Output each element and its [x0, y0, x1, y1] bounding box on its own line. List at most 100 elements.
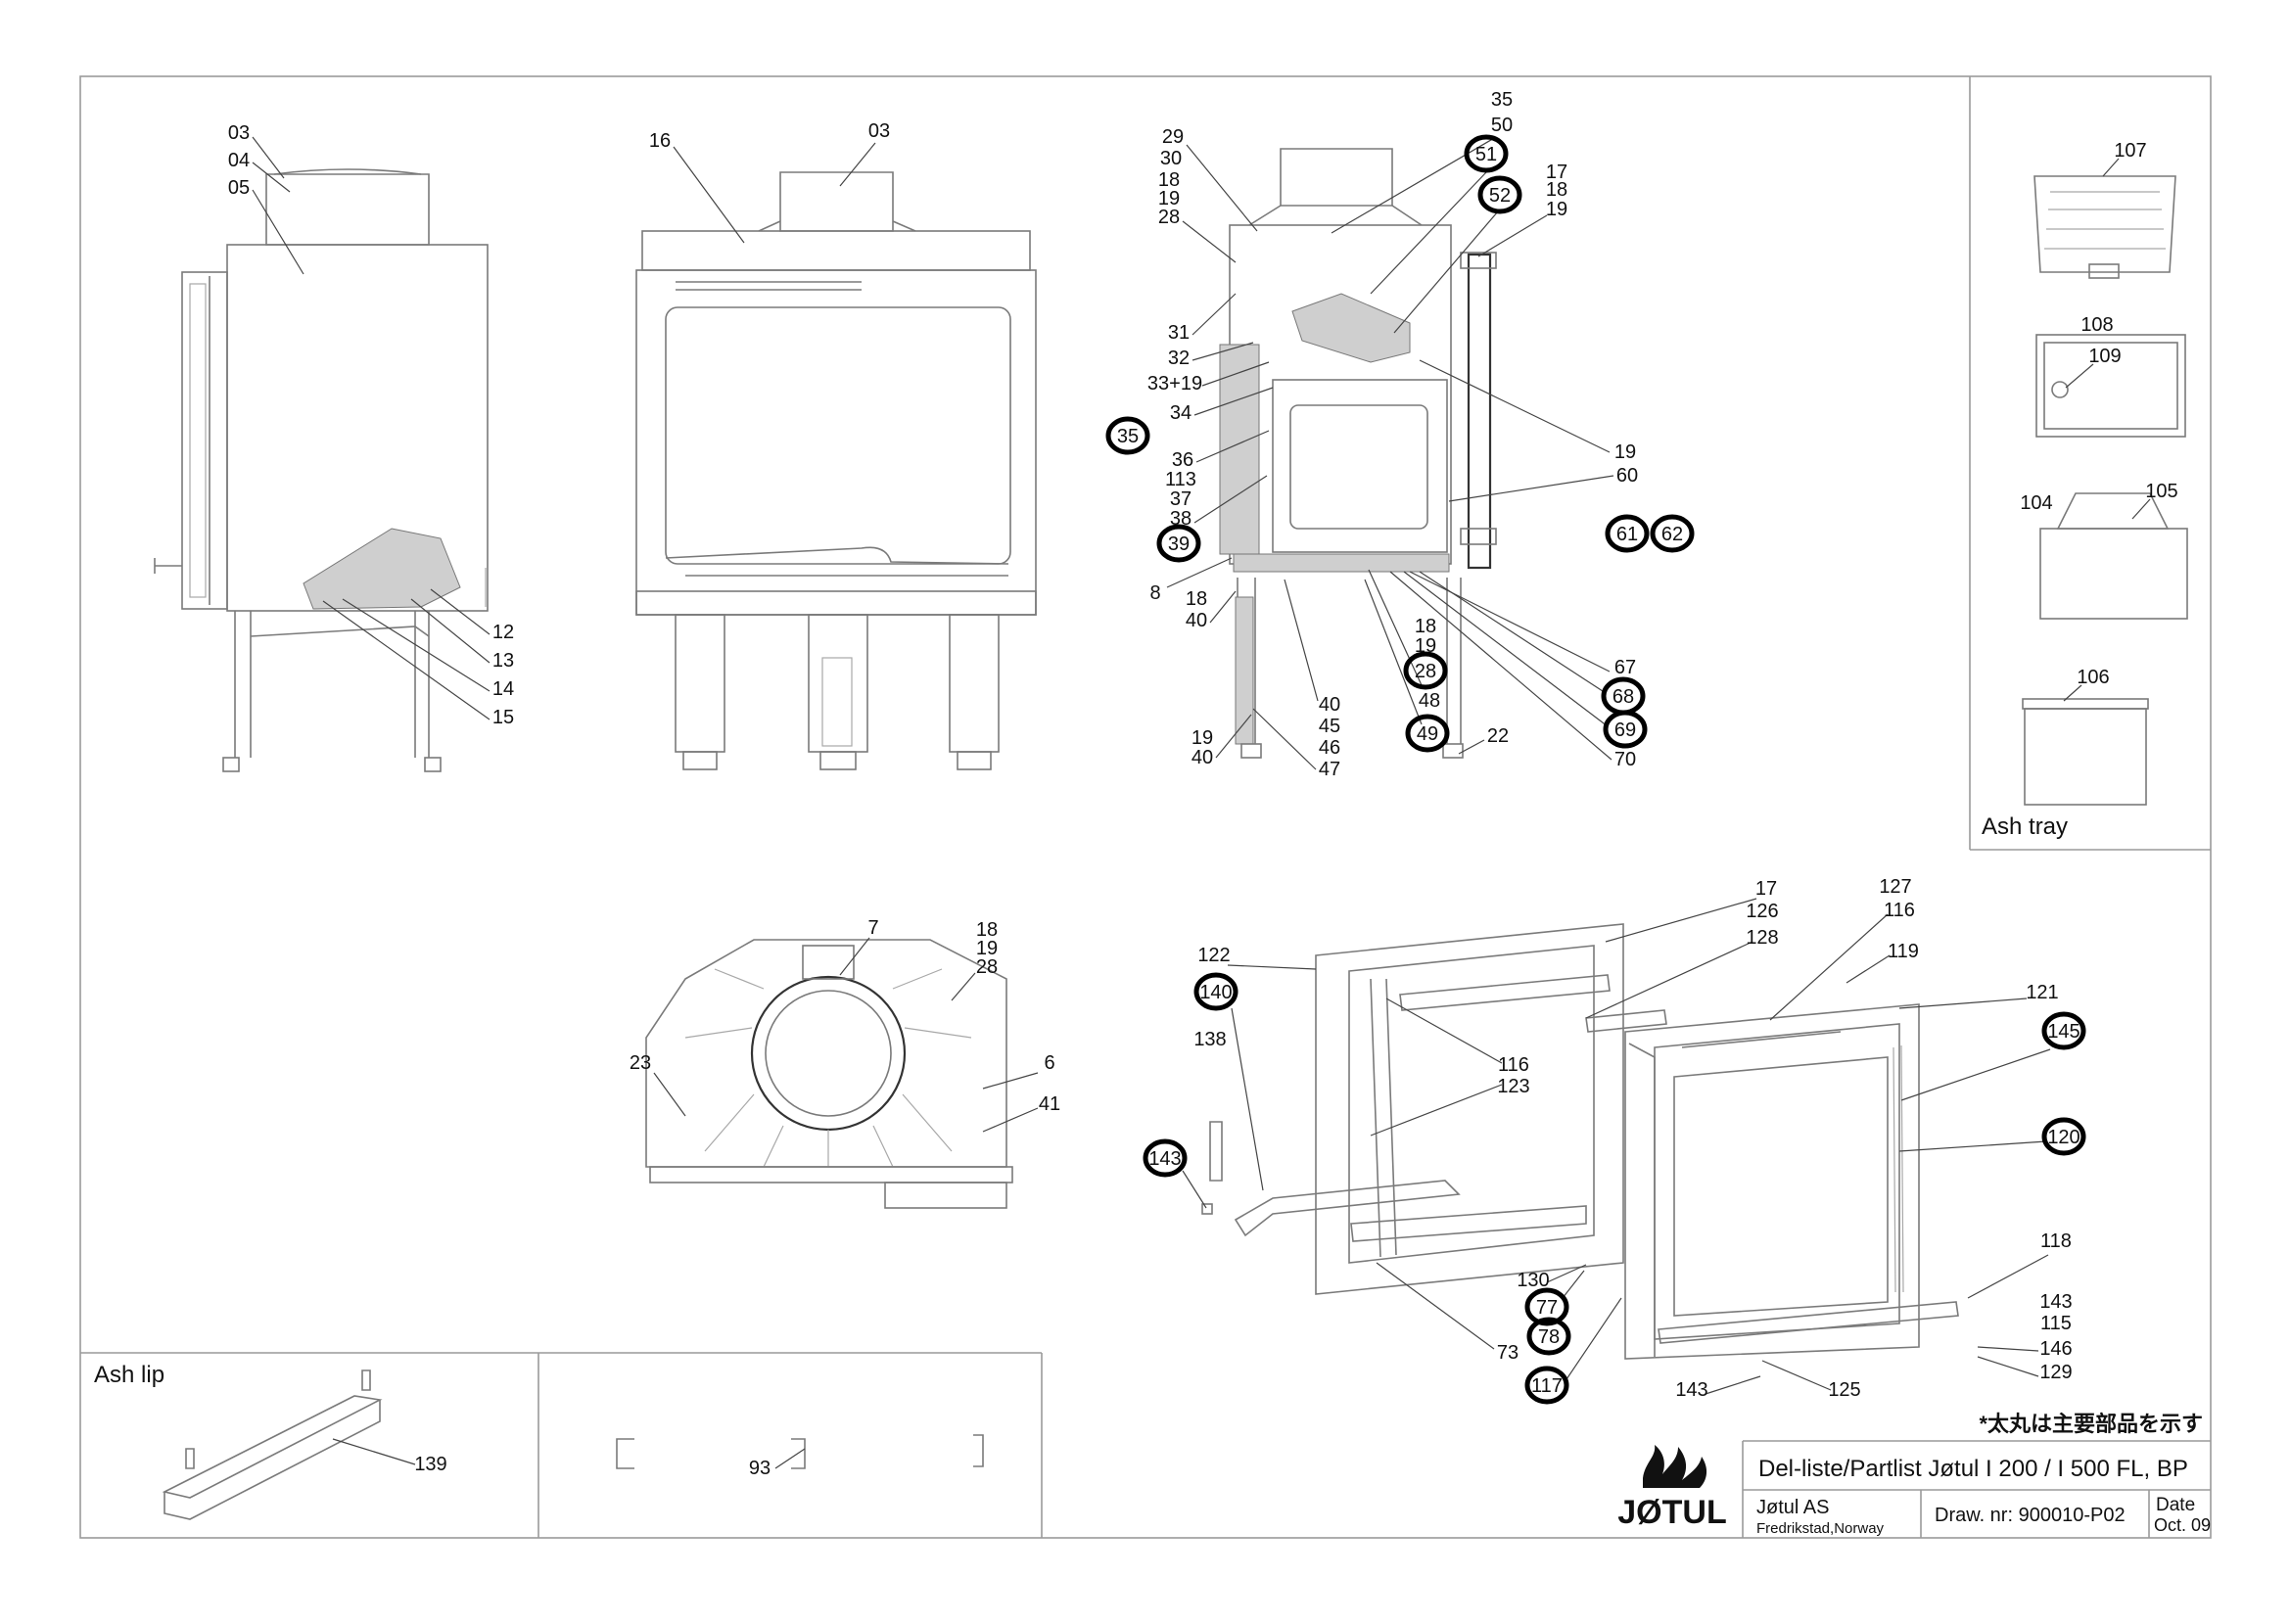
key-part-circle [1605, 514, 1650, 553]
part-label-door-plain-5: 119 [1846, 941, 1919, 984]
part-number: 28 [1158, 207, 1180, 228]
part-label-door-plain-19: 143 [1675, 1375, 1761, 1401]
part-number: 40 [1186, 610, 1207, 631]
part-label-rear-6: 41 [982, 1093, 1060, 1133]
part-label-door-plain-2: 128 [1585, 927, 1779, 1019]
part-label-door-plain-6: 122 [1197, 945, 1317, 970]
part-label-ash-tray-0: 107 [2102, 140, 2147, 177]
title-block: JØTUL Del-liste/Partlist Jøtul I 200 / I… [1617, 1412, 2211, 1538]
part-label-section-plain-7: 17 [1546, 162, 1567, 183]
part-label-section-plain-9: 19 [1477, 199, 1567, 257]
part-number: 14 [492, 678, 514, 700]
part-number: 126 [1746, 901, 1778, 922]
part-label-door-key-1: 143 [1143, 1138, 1207, 1209]
part-number: 122 [1197, 945, 1230, 966]
part-number: 68 [1612, 686, 1634, 708]
part-label-section-plain-31: 40 [1192, 714, 1252, 768]
ash-lip-part [162, 1369, 383, 1520]
part-label-rear-5: 6 [982, 1052, 1055, 1090]
part-label-section-plain-26: 40 [1284, 579, 1340, 716]
part-number: 17 [1546, 162, 1567, 183]
part-number: 129 [2039, 1362, 2072, 1383]
part-number: 38 [1170, 508, 1192, 530]
part-label-side-3: 12 [430, 588, 514, 643]
part-label-side-2: 05 [228, 177, 304, 275]
part-number: 116 [1884, 900, 1915, 921]
part-label-section-plain-15: 113 [1165, 469, 1196, 490]
date-label: Date [2156, 1495, 2195, 1515]
part-label-door-key-6: 117 [1524, 1297, 1622, 1405]
part-number: 19 [1415, 635, 1436, 657]
part-label-section-plain-28: 46 [1319, 737, 1340, 759]
part-number: 28 [1415, 661, 1436, 682]
company-location: Fredrikstad,Norway [1756, 1520, 1885, 1537]
part-number: 93 [749, 1458, 771, 1479]
part-number: 16 [649, 130, 671, 152]
part-label-section-key-7: 49 [1364, 579, 1450, 753]
part-number: 49 [1417, 723, 1438, 745]
part-number: 22 [1487, 725, 1509, 747]
part-number: 19 [1614, 441, 1636, 463]
part-label-door-plain-14: 115 [2040, 1313, 2072, 1334]
part-label-door-key-5: 78 [1526, 1317, 1571, 1356]
part-number: 12 [492, 622, 514, 643]
part-label-ash-tray-4: 105 [2131, 481, 2178, 520]
key-part-circle [1143, 1138, 1188, 1178]
part-label-section-plain-29: 47 [1252, 708, 1340, 780]
part-label-rear-3: 28 [951, 956, 998, 1001]
part-label-section-plain-30: 19 [1192, 727, 1213, 749]
part-label-side-4: 13 [410, 598, 514, 672]
part-number: 62 [1661, 524, 1683, 545]
part-number: 18 [1415, 616, 1436, 637]
part-label-front-0: 16 [649, 130, 745, 244]
part-label-section-plain-21: 19 [1419, 359, 1636, 463]
part-label-ash-lip-0: 139 [332, 1438, 447, 1475]
part-label-section-plain-18: 8 [1149, 557, 1233, 604]
part-number: 104 [2020, 492, 2052, 514]
part-number: 127 [1879, 876, 1911, 898]
part-number: 18 [1158, 169, 1180, 191]
part-label-door-plain-17: 73 [1376, 1262, 1519, 1364]
part-label-section-plain-17: 38 [1170, 475, 1268, 530]
part-label-section-key-2: 35 [1105, 416, 1150, 455]
key-part-circle [1105, 416, 1150, 455]
part-label-door-plain-7: 121 [1898, 982, 2059, 1009]
part-label-door-plain-13: 143 [2039, 1291, 2072, 1313]
part-label-door-key-0: 140 [1193, 972, 1264, 1191]
part-label-door-plain-18: 125 [1761, 1360, 1861, 1401]
part-label-section-plain-19: 18 [1186, 588, 1207, 610]
part-label-section-plain-16: 37 [1170, 488, 1192, 510]
part-label-door-plain-0: 17 [1605, 878, 1777, 943]
part-label-door-plain-15: 146 [1977, 1338, 2073, 1360]
part-number: 138 [1193, 1029, 1226, 1050]
part-label-section-plain-10: 31 [1168, 293, 1237, 344]
part-number: 118 [2040, 1230, 2072, 1252]
part-number: 19 [1158, 188, 1180, 209]
bracket-parts [616, 1434, 984, 1469]
part-number: 36 [1172, 449, 1193, 471]
part-number: 143 [2039, 1291, 2072, 1313]
part-number: 41 [1039, 1093, 1060, 1115]
part-label-side-5: 14 [342, 598, 514, 700]
part-label-door-key-4: 77 [1524, 1270, 1585, 1326]
cross-section-drawing [1219, 148, 1497, 759]
key-part-circle [1193, 972, 1238, 1011]
part-number: 106 [2077, 667, 2109, 688]
drawing-number: Draw. nr: 900010-P02 [1935, 1505, 2126, 1526]
part-number: 51 [1475, 144, 1497, 165]
exploded-door-drawing [1201, 923, 1959, 1360]
part-label-door-plain-9: 116 [1385, 998, 1529, 1076]
key-part-circle [1464, 134, 1509, 173]
part-label-section-plain-24: 19 [1415, 635, 1436, 657]
part-label-door-key-3: 120 [1898, 1117, 2086, 1156]
part-number: 146 [2039, 1338, 2072, 1360]
part-number: 115 [2040, 1313, 2072, 1334]
key-part-circle [2041, 1117, 2086, 1156]
part-number: 69 [1614, 719, 1636, 741]
part-number: 30 [1160, 148, 1182, 169]
part-label-section-plain-32: 22 [1458, 725, 1509, 755]
part-label-rear-4: 23 [630, 1052, 686, 1117]
part-number: 125 [1828, 1379, 1860, 1401]
part-label-section-plain-2: 18 [1158, 169, 1180, 191]
